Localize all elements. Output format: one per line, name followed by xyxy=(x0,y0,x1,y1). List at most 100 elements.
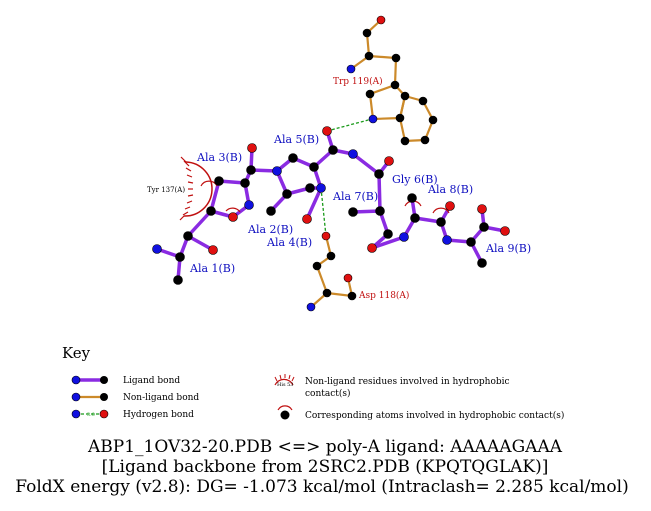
atom-carbon xyxy=(326,251,336,261)
key-nonligand-residues-label: Non-ligand residues involved in hydropho… xyxy=(305,377,510,387)
atom-oxygen xyxy=(302,214,312,224)
atom-carbon xyxy=(375,206,385,216)
ligand-backbone-8 xyxy=(331,148,391,176)
atom-carbon xyxy=(312,261,322,271)
atom-nitrogen xyxy=(368,114,378,124)
hydrogen-bonds xyxy=(320,118,373,237)
label-tyr137: Tyr 137(A) xyxy=(147,186,185,194)
atom-carbon xyxy=(418,96,428,106)
label-asp118: Asp 118(A) xyxy=(358,290,409,301)
hydrophobic-atom-arc-4 xyxy=(432,207,450,214)
atom-oxygen xyxy=(208,245,218,255)
atom-carbon xyxy=(410,213,420,223)
label-ala5: Ala 5(B) xyxy=(273,133,319,146)
caption: ABP1_1OV32-20.PDB <=> poly-A ligand: AAA… xyxy=(15,437,628,497)
atom-carbon xyxy=(305,183,315,193)
atom-carbon xyxy=(407,193,417,203)
atom-oxygen xyxy=(367,243,377,253)
key-corresponding-atoms: Corresponding atoms involved in hydropho… xyxy=(277,405,564,421)
caption-line-2: [Ligand backbone from 2SRC2.PDB (KPQTQGL… xyxy=(102,457,549,477)
atom-oxygen xyxy=(322,126,332,136)
atom-carbon xyxy=(479,222,489,232)
key-legend: Key Ligand bond Non-ligand bond 3.0 Hydr… xyxy=(62,344,564,421)
nonligand-bonds xyxy=(309,18,435,309)
key-nonligand-bond-label: Non-ligand bond xyxy=(123,393,199,403)
atom-carbon xyxy=(175,252,185,262)
key-hbond-distance: 3.0 xyxy=(87,412,95,418)
tyr137-hydrophobic-residue xyxy=(179,156,213,221)
hbond-ala4-asp118 xyxy=(320,187,327,237)
atom-carbon xyxy=(282,189,292,199)
trp119-six-ring xyxy=(398,94,435,143)
key-nonligand-bond: Non-ligand bond xyxy=(71,392,199,403)
key-ligand-bond-label: Ligand bond xyxy=(123,376,180,386)
atom-nitrogen xyxy=(306,302,316,312)
atom-carbon xyxy=(400,136,410,146)
atom-nitrogen xyxy=(348,149,358,159)
atom-carbon xyxy=(374,169,384,179)
atom-carbon xyxy=(266,206,276,216)
atom-oxygen xyxy=(343,273,353,283)
key-corresponding-atoms-label: Corresponding atoms involved in hydropho… xyxy=(305,410,564,421)
atom-oxygen xyxy=(477,204,487,214)
atom-carbon xyxy=(391,53,401,63)
atom-carbon xyxy=(328,145,338,155)
label-ala4: Ala 4(B) xyxy=(266,236,312,249)
trp119-chain xyxy=(349,18,383,71)
hydrophobic-contacts xyxy=(179,156,450,221)
hydrophobic-atom-arc-2 xyxy=(225,207,241,213)
key-nonligand-residues: His 53 Non-ligand residues involved in h… xyxy=(274,374,510,399)
label-ala9: Ala 9(B) xyxy=(485,242,531,255)
atom-carbon xyxy=(477,258,487,268)
caption-line-1: ABP1_1OV32-20.PDB <=> poly-A ligand: AAA… xyxy=(87,437,563,457)
atom-oxygen xyxy=(247,143,257,153)
atom-carbon xyxy=(347,291,357,301)
atom-oxygen xyxy=(376,15,386,25)
atom-carbon xyxy=(365,89,375,99)
atom-carbon xyxy=(390,80,400,90)
atom-nitrogen xyxy=(399,232,409,242)
atom-nitrogen xyxy=(152,244,162,254)
caption-line-3: FoldX energy (v2.8): DG= -1.073 kcal/mol… xyxy=(15,477,628,497)
label-ala1: Ala 1(B) xyxy=(189,262,235,275)
key-ligand-bond: Ligand bond xyxy=(71,375,180,386)
atom-carbon xyxy=(173,275,183,285)
atom-nitrogen xyxy=(316,183,326,193)
label-trp119: Trp 119(A) xyxy=(333,76,383,87)
atom-nitrogen xyxy=(244,200,254,210)
hbond-ala5-trp119 xyxy=(326,118,373,132)
label-ala7: Ala 7(B) xyxy=(332,190,378,203)
atom-carbon xyxy=(436,217,446,227)
atom-carbon xyxy=(364,51,374,61)
atom-carbon xyxy=(362,28,372,38)
label-ala8: Ala 8(B) xyxy=(427,183,473,196)
label-gly6: Gly 6(B) xyxy=(392,173,438,186)
atom-carbon xyxy=(288,153,298,163)
key-title: Key xyxy=(62,344,91,362)
key-nonligand-residues-label-2: contact(s) xyxy=(305,388,351,399)
key-hydrogen-bond: 3.0 Hydrogen bond xyxy=(71,409,194,420)
atom-nitrogen xyxy=(272,166,282,176)
ligand-backbone-left xyxy=(155,247,182,282)
ligand-backbone-5 xyxy=(285,186,323,221)
atom-oxygen xyxy=(384,156,394,166)
atom-carbon xyxy=(428,115,438,125)
atom-carbon xyxy=(246,165,256,175)
atom-carbon xyxy=(348,207,358,217)
atom-carbon xyxy=(309,162,319,172)
atom-carbon xyxy=(395,113,405,123)
residue-labels: Trp 119(A) Ala 5(B) Ala 3(B) Tyr 137(A) … xyxy=(147,76,531,301)
atom-carbon xyxy=(214,176,224,186)
atom-carbon xyxy=(322,288,332,298)
atom-oxygen xyxy=(445,201,455,211)
atom-nitrogen xyxy=(442,235,452,245)
atom-oxygen xyxy=(228,212,238,222)
atom-carbon xyxy=(400,91,410,101)
atom-oxygen xyxy=(500,226,510,236)
label-ala3: Ala 3(B) xyxy=(196,151,242,164)
ligand-backbone-2 xyxy=(186,179,251,238)
atom-oxygen xyxy=(321,231,331,241)
atom-carbon xyxy=(383,229,393,239)
key-hydrogen-bond-label: Hydrogen bond xyxy=(123,410,194,420)
